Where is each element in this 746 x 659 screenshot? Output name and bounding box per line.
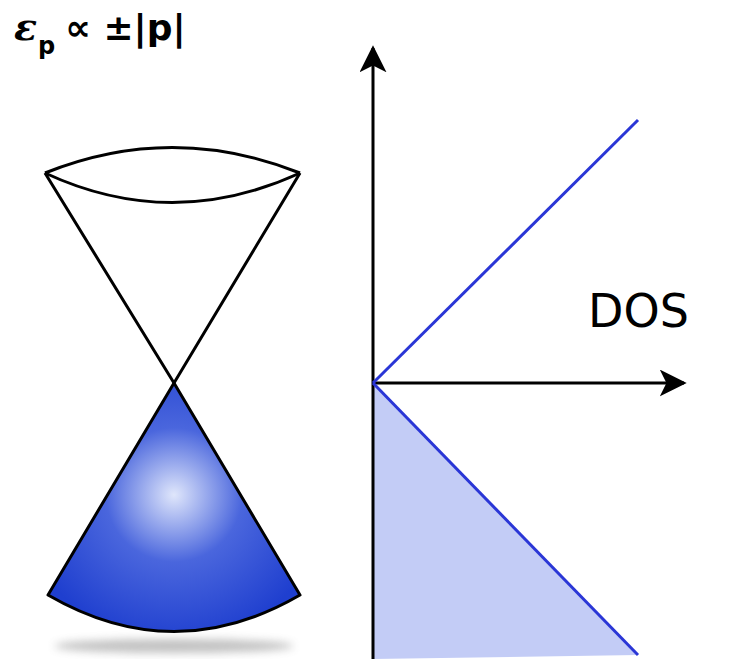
momentum-subscript: p xyxy=(38,34,55,58)
cone-shadow xyxy=(54,639,294,653)
dos-axis xyxy=(373,382,684,385)
filled-dos-region xyxy=(373,383,638,659)
upper-cone-rim xyxy=(45,173,300,203)
energy-axis xyxy=(372,48,375,659)
energy-symbol: ε xyxy=(14,8,37,46)
dos-line xyxy=(373,383,638,655)
dispersion-formula: ∝ ±|p| xyxy=(65,10,185,46)
axis-label: DOS xyxy=(588,288,689,334)
dos-line xyxy=(373,120,638,383)
upper-cone-rim xyxy=(45,148,300,174)
filled-lower-cone xyxy=(48,383,300,632)
upper-cone xyxy=(45,173,300,383)
